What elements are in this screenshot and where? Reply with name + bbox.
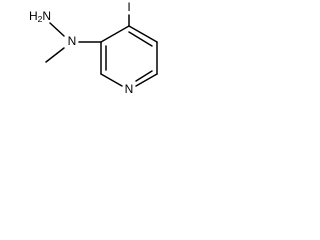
bond-c2-n1 bbox=[100, 73, 123, 87]
amine-h-symbol: H bbox=[29, 9, 38, 23]
bond-n-methyl bbox=[45, 47, 65, 63]
amine-subscript: 2 bbox=[38, 14, 43, 24]
bond-n1-c6 bbox=[135, 73, 158, 87]
bond-c4-c3 bbox=[100, 25, 130, 43]
iodine-label: I bbox=[127, 0, 130, 14]
bond-c5-c4 bbox=[128, 25, 158, 43]
bond-n1-c6-double-inner bbox=[135, 70, 153, 82]
amine-label: H2N bbox=[29, 9, 51, 24]
amine-nitrogen-symbol: N bbox=[42, 9, 51, 23]
bond-n-nh2 bbox=[49, 22, 65, 37]
hydrazine-nitrogen-label: N bbox=[68, 34, 77, 48]
bond-c5-c4-double-inner bbox=[128, 31, 153, 47]
ring-nitrogen-label: N bbox=[125, 82, 134, 96]
chemical-structure-diagram: I N N H2N bbox=[29, 0, 158, 96]
